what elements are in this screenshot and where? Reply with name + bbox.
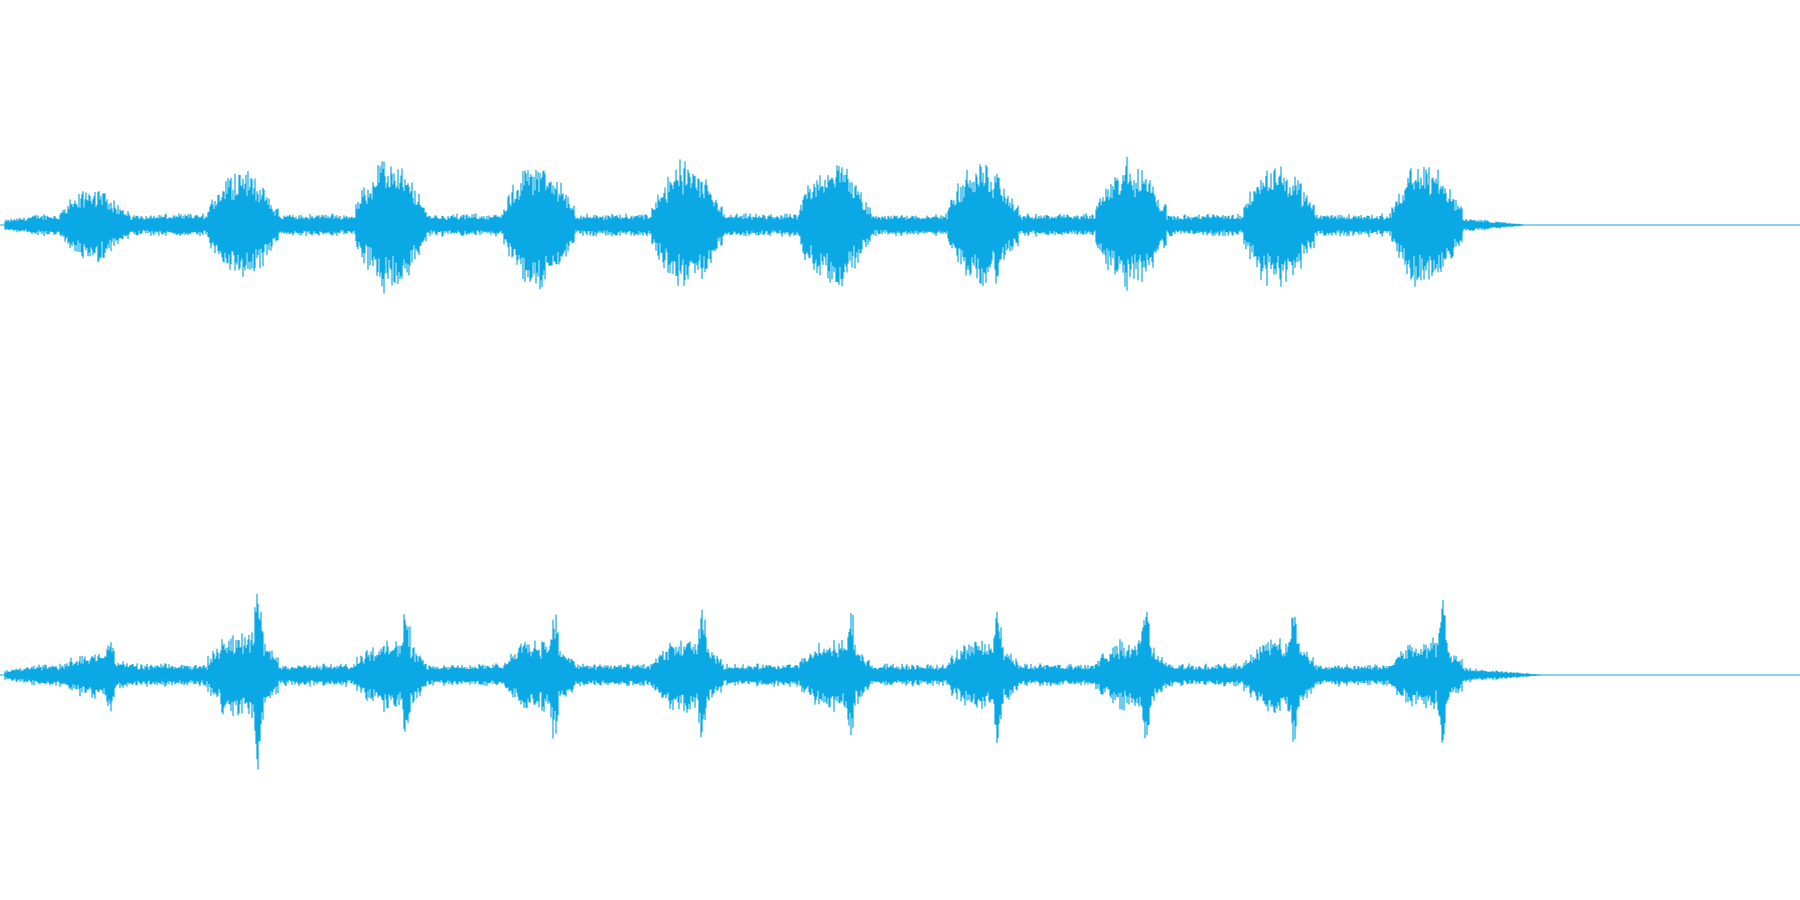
- audio-burst: [208, 589, 278, 761]
- audio-burst: [504, 154, 574, 297]
- audio-burst: [948, 606, 1018, 745]
- audio-burst: [652, 607, 722, 743]
- audio-burst: [1244, 604, 1314, 747]
- audio-burst: [1392, 606, 1462, 745]
- audio-burst: [800, 154, 870, 297]
- audio-burst: [1244, 152, 1314, 297]
- audio-burst: [1096, 607, 1166, 743]
- audio-burst: [208, 162, 278, 287]
- audio-burst: [800, 607, 870, 743]
- audio-burst: [356, 154, 426, 297]
- left-channel: [0, 152, 1800, 297]
- audio-burst: [652, 157, 722, 293]
- audio-burst: [60, 183, 130, 267]
- audio-burst: [504, 606, 574, 745]
- waveform-path: [4, 156, 1530, 294]
- audio-burst: [1392, 155, 1462, 296]
- waveform-path: [4, 593, 1548, 770]
- audio-burst: [60, 633, 130, 717]
- audio-burst: [1096, 155, 1166, 296]
- right-channel: [0, 589, 1800, 770]
- audio-burst: [948, 156, 1018, 295]
- audio-burst: [356, 606, 426, 745]
